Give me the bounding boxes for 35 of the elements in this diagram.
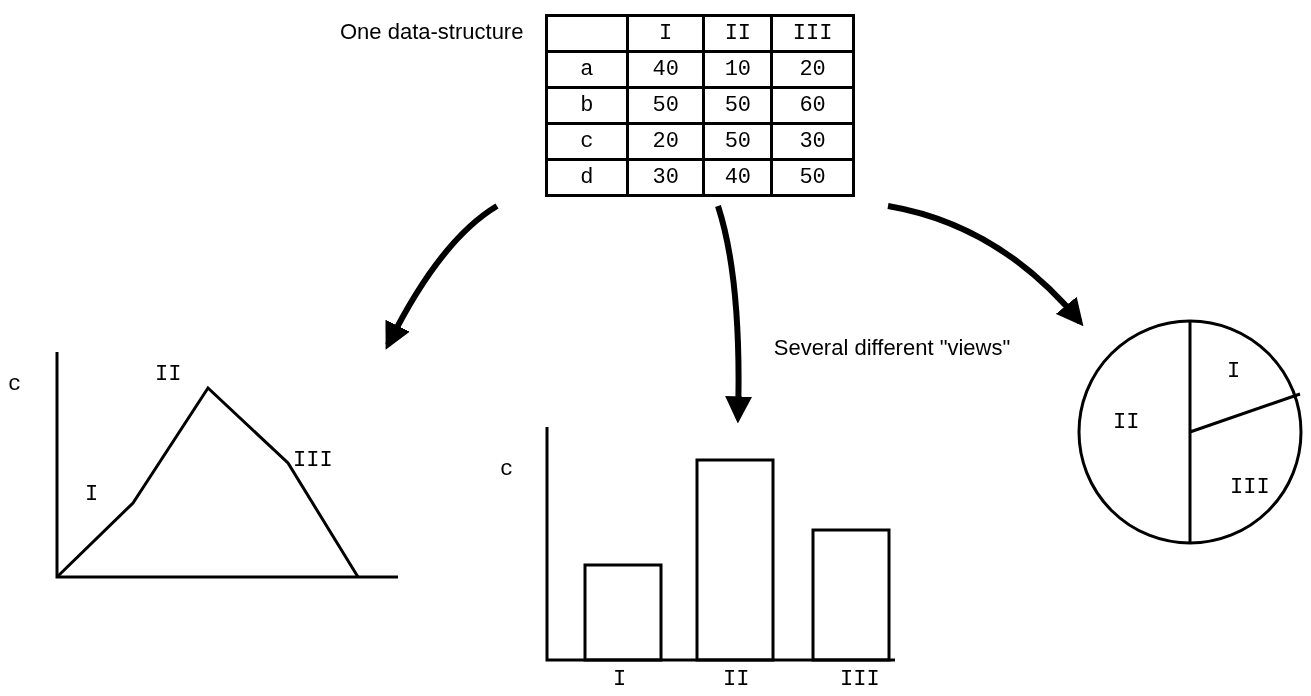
table-cell: 40 [627,51,704,88]
table-cell: d [546,159,628,196]
table-cell: 50 [627,87,704,124]
annotation: Several different "views" [772,335,1012,360]
axis-label: c [8,373,22,397]
slice-label: III [1230,476,1270,500]
table-cell: I [627,15,704,52]
curved-arrow [715,205,752,424]
axis-label: c [500,458,514,482]
table-cell: 30 [771,123,854,160]
table-cell: 50 [703,87,772,124]
table-cell: 10 [703,51,772,88]
point-label: II [155,363,182,387]
table-cell: 40 [703,159,772,196]
table-cell: II [703,15,772,52]
curved-arrow [385,203,499,350]
table-cell: c [546,123,628,160]
table-cell: 50 [771,159,854,196]
table-cell: b [546,87,628,124]
slice-label: I [1227,360,1241,384]
table-cell: a [546,51,628,88]
category-label: III [840,668,880,692]
table-cell: III [771,15,854,52]
table-cell: 20 [771,51,854,88]
point-label: III [293,449,333,473]
point-label: I [85,483,99,507]
table-cell: 60 [771,87,854,124]
slice-label: II [1113,411,1140,435]
heading: One data-structure [340,20,524,44]
category-label: I [613,668,627,692]
table-cell: 20 [627,123,704,160]
category-label: II [723,668,750,692]
table-cell: 30 [627,159,704,196]
curved-arrow [887,203,1084,327]
table-cell: 50 [703,123,772,160]
